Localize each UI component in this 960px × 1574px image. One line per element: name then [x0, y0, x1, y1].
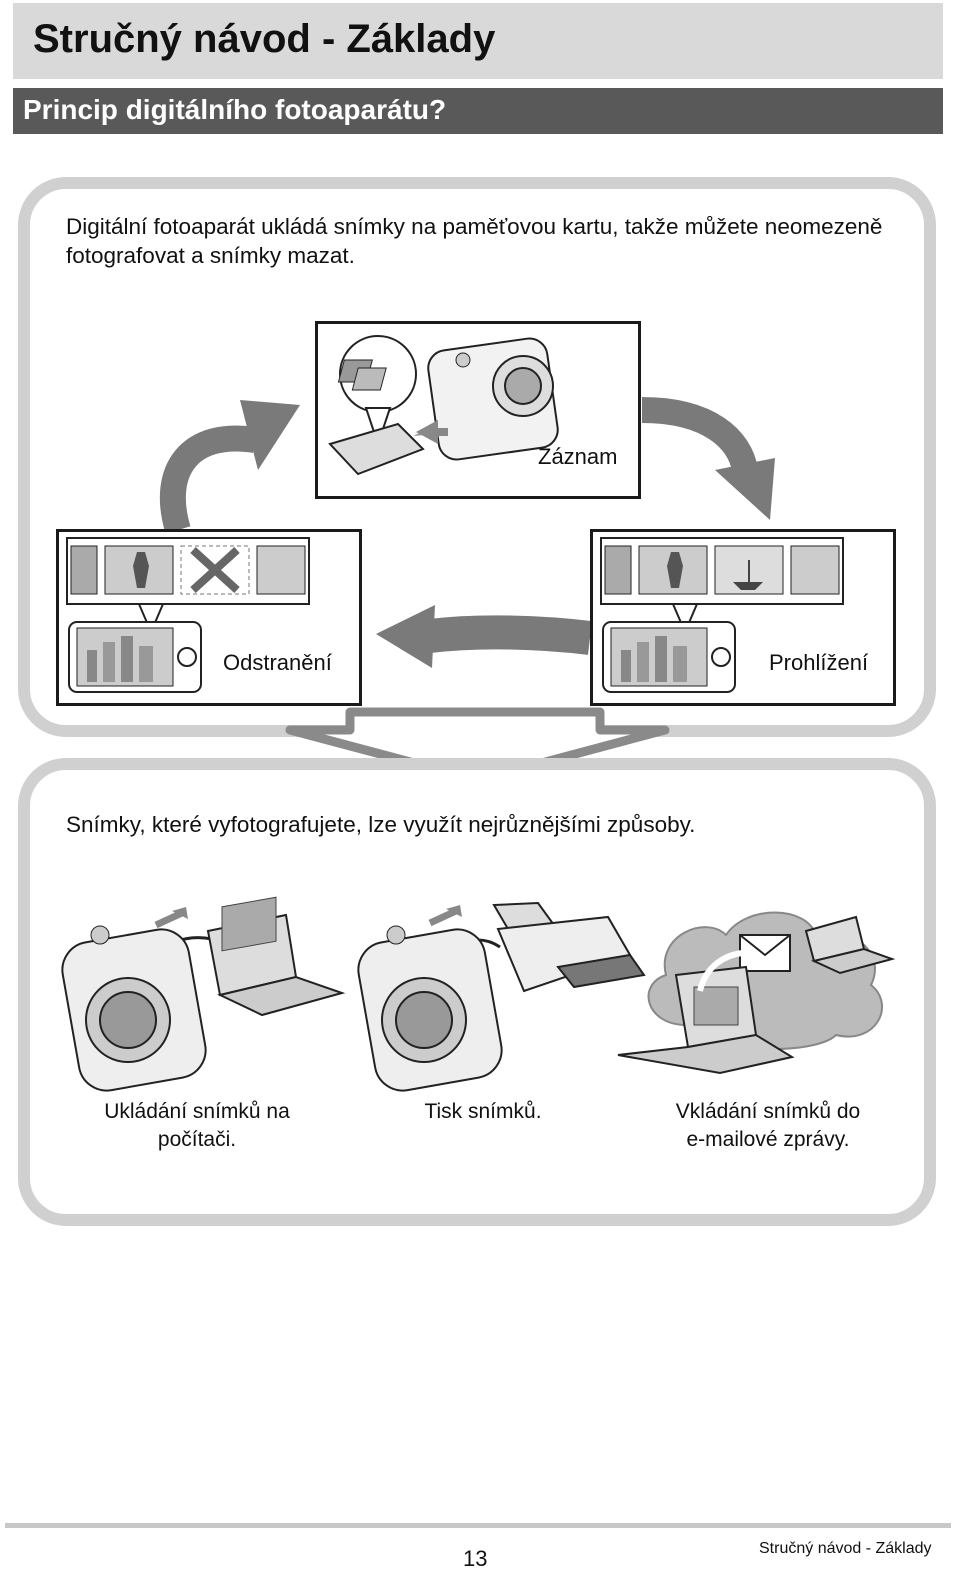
footer-divider — [5, 1523, 951, 1528]
view-label: Prohlížení — [769, 650, 869, 675]
intro-text: Digitální fotoaparát ukládá snímky na pa… — [66, 214, 883, 268]
record-box: Záznam — [315, 321, 641, 499]
page-title: Stručný návod - Základy — [33, 17, 496, 61]
camera-to-computer-icon — [61, 896, 346, 1092]
delete-box: Odstranění — [56, 529, 362, 706]
section-title: Princip digitálního fotoaparátu? — [23, 94, 447, 125]
cycle-arrows — [159, 397, 775, 785]
caption-print: Tisk snímků. — [424, 1100, 542, 1123]
page-number: 13 — [463, 1546, 488, 1571]
camera-to-printer-icon — [357, 901, 646, 1092]
delete-filmstrip-icon — [66, 537, 310, 693]
delete-label: Odstranění — [223, 650, 332, 675]
arrow-up-left-icon — [159, 400, 300, 534]
caption-computer: Ukládání snímků na počítači. — [104, 1100, 290, 1151]
camera-card-icon — [328, 335, 559, 476]
title-bar: Stručný návod - Základy — [13, 3, 943, 79]
view-filmstrip-icon — [600, 537, 844, 693]
arrow-down-right-icon — [641, 397, 775, 520]
section-bar: Princip digitálního fotoaparátu? — [13, 88, 943, 134]
usage-intro: Snímky, které vyfotografujete, lze využí… — [66, 812, 696, 837]
footer-running-title: Stručný návod - Základy — [759, 1540, 932, 1557]
email-cloud-icon — [617, 911, 896, 1075]
view-box: Prohlížení — [590, 529, 896, 706]
caption-email: Vkládání snímků do e-mailové zprávy. — [675, 1100, 861, 1151]
record-label: Záznam — [538, 444, 618, 469]
arrow-down-icon — [285, 707, 670, 785]
arrow-left-icon — [376, 605, 593, 668]
